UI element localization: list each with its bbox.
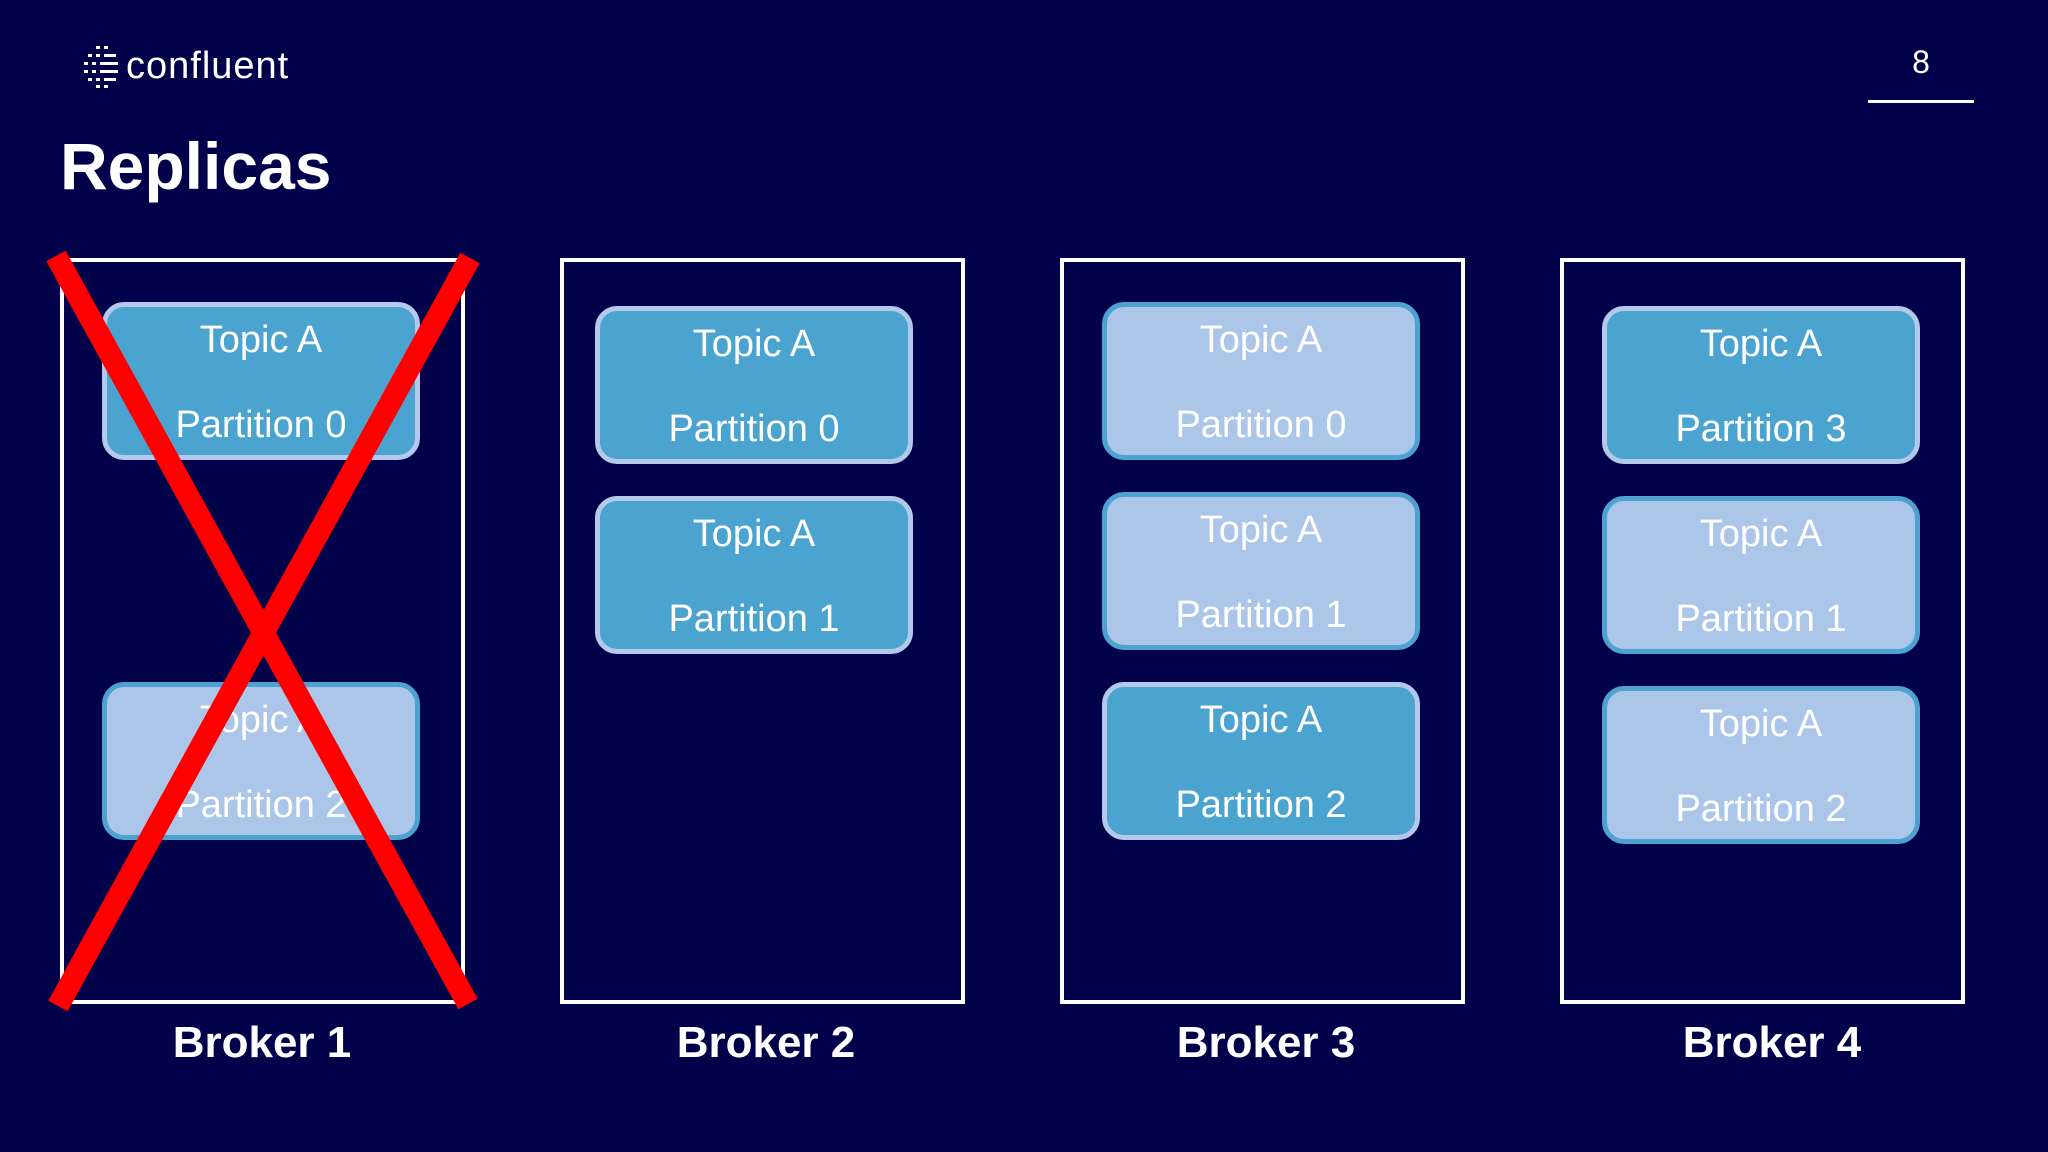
broker-4-box: Topic A Partition 3 Topic A Partition 1 … [1560, 258, 1965, 1004]
partition-card: Topic A Partition 2 [1602, 686, 1920, 844]
partition-card: Topic A Partition 0 [1102, 302, 1420, 460]
topic-label: Topic A [199, 319, 323, 361]
partition-label: Partition 2 [1675, 788, 1847, 830]
partition-card: Topic A Partition 1 [1602, 496, 1920, 654]
topic-label: Topic A [1199, 699, 1323, 741]
topic-label: Topic A [1699, 703, 1823, 745]
partition-card: Topic A Partition 2 [1102, 682, 1420, 840]
page-number: 8 [1912, 44, 1930, 80]
logo-text: confluent [126, 44, 290, 87]
topic-label: Topic A [692, 323, 816, 365]
partition-card: Topic A Partition 2 [102, 682, 420, 840]
partition-label: Partition 0 [668, 408, 840, 450]
partition-card: Topic A Partition 1 [595, 496, 913, 654]
confluent-logo-icon [84, 46, 118, 88]
page-number-underline [1868, 100, 1974, 103]
broker-1-box: Topic A Partition 0 Topic A Partition 2 [60, 258, 465, 1004]
broker-2-label: Broker 2 [676, 1018, 856, 1067]
partition-label: Partition 0 [175, 404, 347, 446]
broker-3-label: Broker 3 [1176, 1018, 1356, 1067]
topic-label: Topic A [1699, 513, 1823, 555]
broker-2-box: Topic A Partition 0 Topic A Partition 1 [560, 258, 965, 1004]
partition-label: Partition 1 [1675, 598, 1847, 640]
topic-label: Topic A [199, 699, 323, 741]
partition-label: Partition 2 [1175, 784, 1347, 826]
partition-label: Partition 3 [1675, 408, 1847, 450]
partition-label: Partition 2 [175, 784, 347, 826]
broker-4-label: Broker 4 [1682, 1018, 1862, 1067]
slide-title: Replicas [60, 129, 332, 203]
partition-label: Partition 0 [1175, 404, 1347, 446]
partition-label: Partition 1 [668, 598, 840, 640]
partition-card: Topic A Partition 0 [595, 306, 913, 464]
broker-3-box: Topic A Partition 0 Topic A Partition 1 … [1060, 258, 1465, 1004]
topic-label: Topic A [692, 513, 816, 555]
confluent-logo: confluent [82, 42, 289, 90]
partition-label: Partition 1 [1175, 594, 1347, 636]
broker-1-label: Broker 1 [172, 1018, 352, 1067]
topic-label: Topic A [1699, 323, 1823, 365]
partition-card: Topic A Partition 0 [102, 302, 420, 460]
topic-label: Topic A [1199, 319, 1323, 361]
topic-label: Topic A [1199, 509, 1323, 551]
partition-card: Topic A Partition 1 [1102, 492, 1420, 650]
partition-card: Topic A Partition 3 [1602, 306, 1920, 464]
